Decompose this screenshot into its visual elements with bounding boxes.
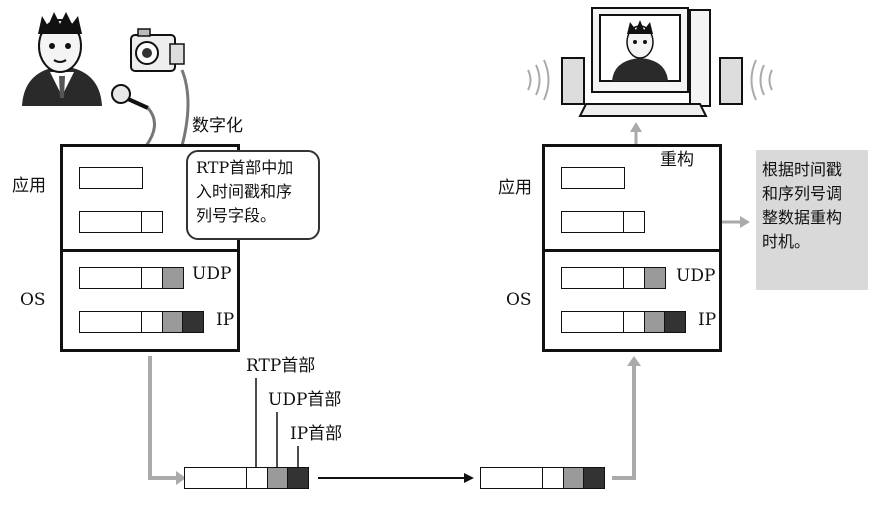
app-label-left: 应用 — [12, 176, 46, 196]
app-os-divider — [63, 249, 237, 252]
ip-label-right: IP — [698, 310, 717, 330]
app-label-right: 应用 — [498, 178, 532, 198]
reconstruct-note: 根据时间戳 和序列号调 整数据重构 时机。 — [756, 150, 868, 290]
sound-waves-icon — [527, 59, 773, 101]
video-camera-icon — [130, 28, 185, 72]
ip-header-label: IP首部 — [290, 424, 343, 444]
ip-label-left: IP — [216, 310, 235, 330]
ip-packet — [561, 311, 687, 333]
note-line-1: 根据时间戳 — [762, 160, 843, 179]
callout-line-1: RTP首部中加 — [196, 158, 294, 177]
os-label-right: OS — [506, 290, 532, 310]
note-line-3: 整数据重构 — [762, 208, 843, 227]
digitize-label: 数字化 — [192, 116, 243, 136]
transit-packet-sent — [184, 467, 310, 489]
app-rtp-packet — [79, 211, 164, 233]
ip-packet — [79, 311, 205, 333]
udp-packet — [79, 267, 184, 289]
sender-person-icon — [22, 12, 102, 106]
app-rtp-packet — [561, 211, 646, 233]
app-data-field — [79, 167, 143, 189]
reconstruct-label: 重构 — [660, 150, 694, 170]
note-line-4: 时机。 — [762, 232, 811, 251]
app-os-divider — [545, 249, 719, 252]
left-speaker-icon — [561, 57, 585, 105]
app-data-field — [561, 167, 625, 189]
note-line-2: 和序列号调 — [762, 184, 843, 203]
receiver-system-box — [542, 144, 722, 352]
udp-header-label: UDP首部 — [268, 390, 342, 410]
udp-packet — [561, 267, 666, 289]
monitor-icon — [578, 7, 711, 117]
udp-label-left: UDP — [192, 264, 232, 284]
callout-line-2: 入时间戳和序 — [196, 182, 293, 201]
callout-line-3: 列号字段。 — [196, 206, 277, 225]
transit-packet-received — [480, 467, 606, 489]
rtp-header-label: RTP首部 — [246, 356, 316, 376]
os-label-left: OS — [20, 290, 46, 310]
udp-label-right: UDP — [676, 266, 716, 286]
microphone-icon — [111, 84, 149, 110]
right-speaker-icon — [719, 57, 743, 105]
rtp-callout: RTP首部中加 入时间戳和序 列号字段。 — [186, 150, 320, 240]
